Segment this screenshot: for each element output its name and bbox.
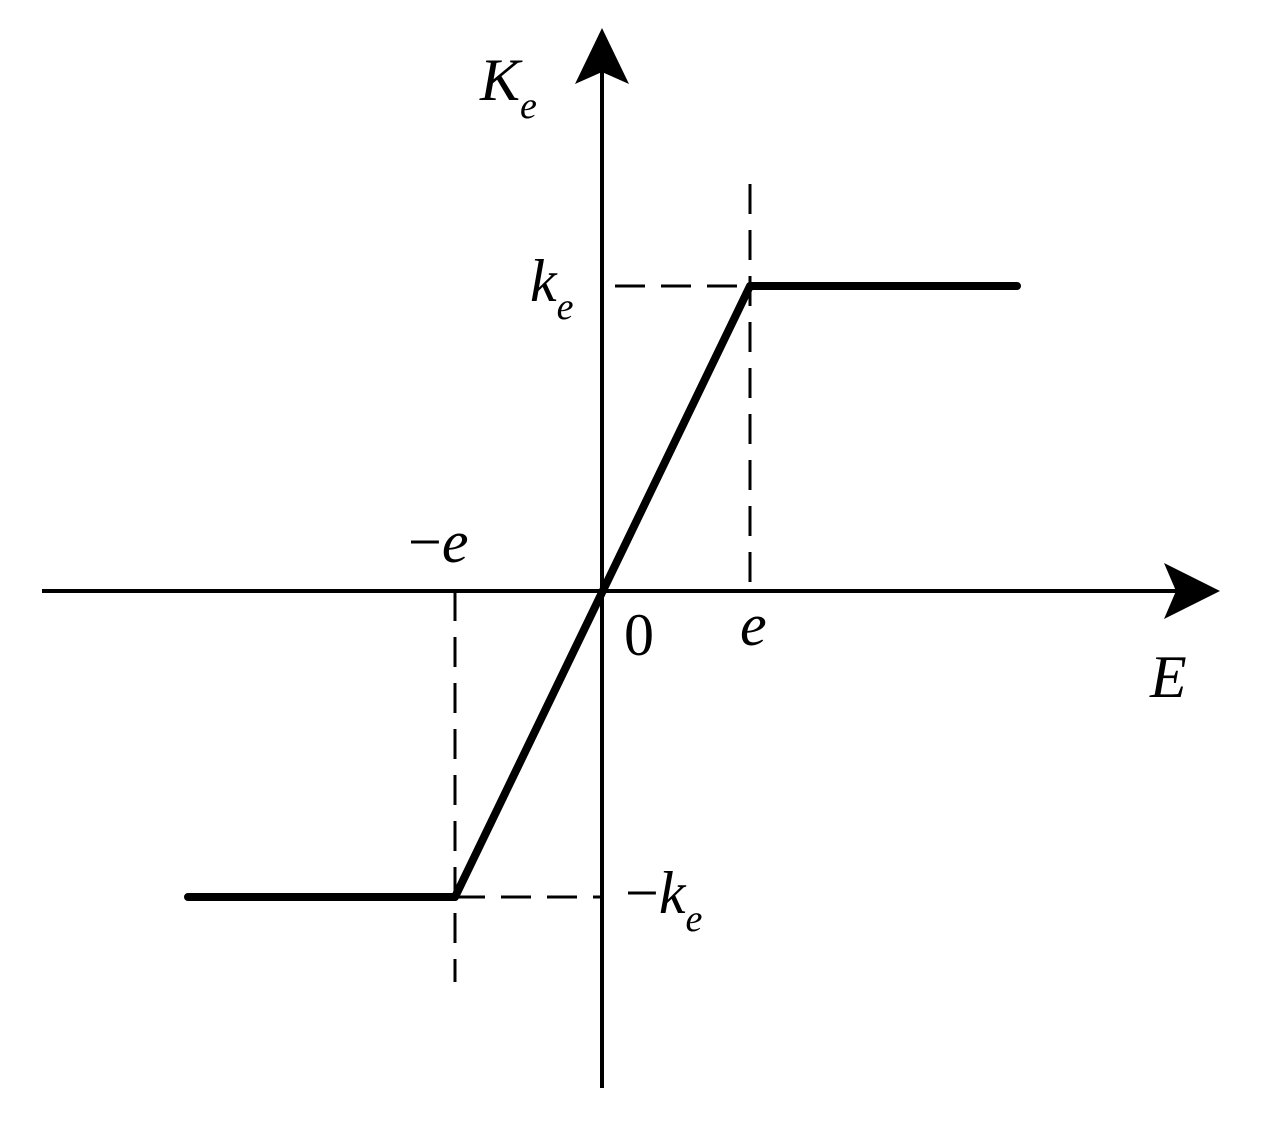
neg-e-variable: e — [442, 509, 469, 575]
horizontal-axis-arrowhead — [1164, 563, 1220, 619]
vertical-axis-subscript: e — [520, 85, 537, 127]
pos-ke-label: ke — [530, 248, 574, 328]
vertical-axis-symbol: K — [479, 47, 523, 113]
saturation-curve — [184, 282, 1021, 901]
neg-ke-symbol: k — [659, 860, 687, 926]
neg-e-label: −e — [408, 509, 468, 575]
neg-ke-label: −ke — [625, 860, 702, 940]
pos-e-label: e — [740, 592, 767, 658]
pos-ke-symbol: k — [530, 248, 558, 314]
neg-e-sign: − — [408, 509, 442, 575]
origin-label: 0 — [624, 602, 654, 668]
pos-ke-subscript: e — [557, 286, 574, 328]
neg-ke-subscript: e — [685, 898, 702, 940]
vertical-axis-arrowhead — [575, 28, 629, 84]
neg-ke-sign: − — [625, 860, 659, 926]
horizontal-axis-label: E — [1149, 644, 1187, 710]
vertical-axis-label: Ke — [479, 47, 537, 127]
